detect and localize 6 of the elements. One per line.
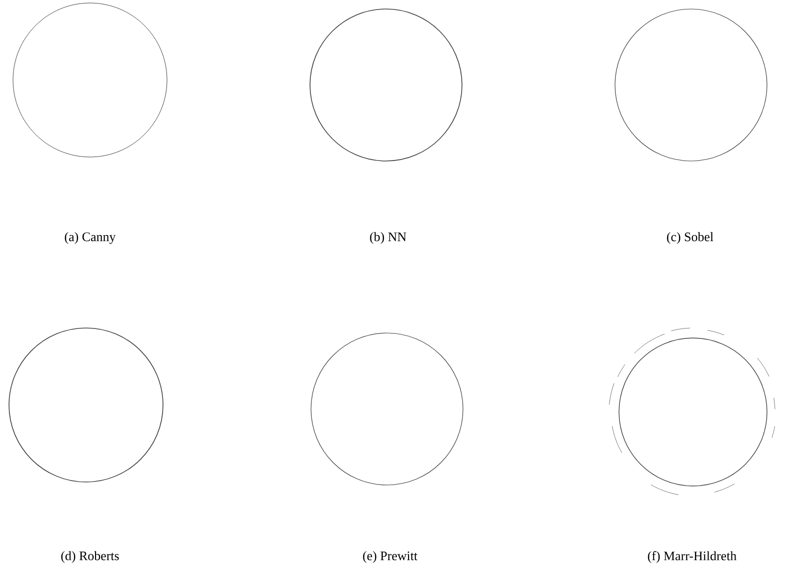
caption: (b) NN <box>370 232 406 244</box>
caption: (a) Canny <box>64 232 116 244</box>
caption: (f) Marr-Hildreth <box>648 551 736 563</box>
caption: (c) Sobel <box>667 232 714 244</box>
caption: (e) Prewitt <box>363 551 418 563</box>
caption: (d) Roberts <box>61 551 119 563</box>
